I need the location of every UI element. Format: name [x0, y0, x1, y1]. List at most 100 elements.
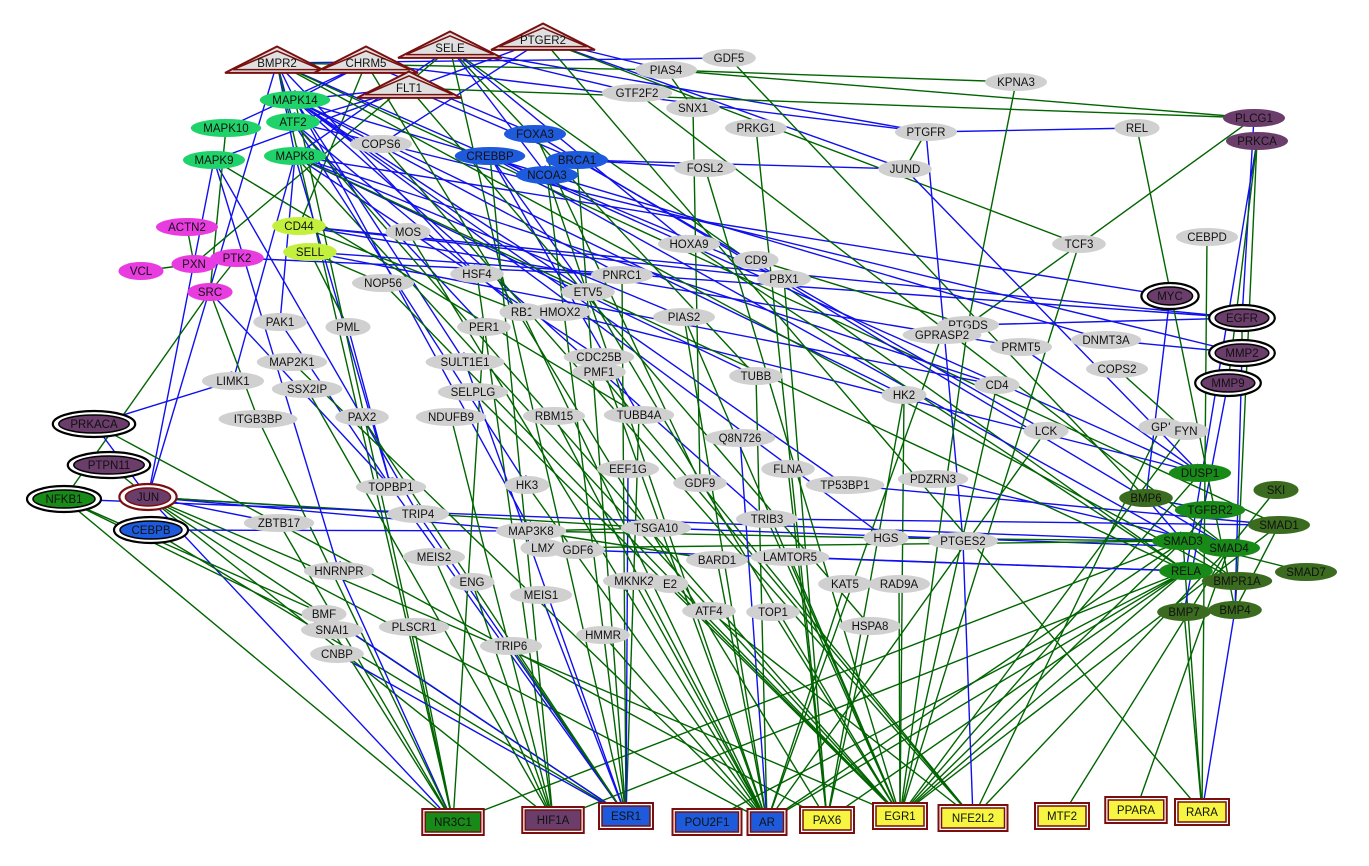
node-rela[interactable]: RELA [1159, 562, 1213, 580]
node-selplg[interactable]: SELPLG [437, 383, 509, 401]
node-itgb3bp[interactable]: ITGB3BP [218, 410, 298, 428]
node-pou2f1[interactable]: POU2F1 [671, 808, 743, 836]
node-flna[interactable]: FLNA [761, 460, 815, 478]
node-ptpn11[interactable]: PTPN11 [66, 450, 152, 480]
node-chrm5[interactable]: CHRM5 [313, 45, 419, 74]
node-topbp1[interactable]: TOPBP1 [355, 478, 427, 496]
node-mapk14[interactable]: MAPK14 [259, 91, 331, 109]
node-limk1[interactable]: LIMK1 [202, 372, 264, 390]
node-mmp9[interactable]: MMP9 [1194, 368, 1262, 398]
node-pdzrn3[interactable]: PDZRN3 [897, 470, 969, 488]
node-nfkb1[interactable]: NFKB1 [25, 484, 103, 514]
node-fosl2[interactable]: FOSL2 [674, 159, 736, 177]
node-pias2[interactable]: PIAS2 [653, 308, 715, 326]
node-plcg1[interactable]: PLCG1 [1223, 109, 1285, 127]
node-nfe2l2[interactable]: NFE2L2 [937, 804, 1009, 832]
node-smad3[interactable]: SMAD3 [1152, 532, 1214, 550]
node-gdf9[interactable]: GDF9 [673, 474, 727, 492]
node-etv5[interactable]: ETV5 [561, 283, 615, 301]
node-bmp6[interactable]: BMP6 [1119, 489, 1173, 507]
node-egfr[interactable]: EGFR [1208, 303, 1276, 333]
node-pbx1[interactable]: PBX1 [757, 270, 811, 288]
node-ski[interactable]: SKI [1253, 481, 1299, 499]
node-q8n726[interactable]: Q8N726 [704, 429, 776, 447]
node-sult1e1[interactable]: SULT1E1 [425, 353, 505, 371]
node-gtf2f2[interactable]: GTF2F2 [601, 84, 673, 102]
node-hspa8[interactable]: HSPA8 [839, 617, 901, 635]
node-mos[interactable]: MOS [385, 223, 431, 241]
node-pias4[interactable]: PIAS4 [635, 61, 697, 79]
node-meis1[interactable]: MEIS1 [510, 586, 572, 604]
node-tcf3[interactable]: TCF3 [1052, 235, 1106, 253]
node-cd4[interactable]: CD4 [974, 376, 1020, 394]
node-tp53bp1[interactable]: TP53BP1 [805, 476, 885, 494]
node-pmf1[interactable]: PMF1 [572, 363, 626, 381]
node-meis2[interactable]: MEIS2 [403, 548, 465, 566]
node-mmp2[interactable]: MMP2 [1208, 338, 1276, 368]
node-rel[interactable]: REL [1114, 119, 1160, 137]
node-ar[interactable]: AR [746, 808, 788, 836]
node-ptger2[interactable]: PTGER2 [490, 22, 596, 51]
node-pax2[interactable]: PAX2 [335, 408, 389, 426]
node-gprasp2[interactable]: GPRASP2 [902, 326, 982, 344]
node-nr3c1[interactable]: NR3C1 [421, 808, 485, 836]
node-atf2[interactable]: ATF2 [266, 113, 320, 131]
node-dnmt3a[interactable]: DNMT3A [1070, 331, 1142, 349]
node-esr1[interactable]: ESR1 [598, 802, 654, 830]
node-snai1[interactable]: SNAI1 [301, 621, 363, 639]
node-jun[interactable]: JUN [118, 482, 178, 512]
node-mapk10[interactable]: MAPK10 [190, 119, 262, 137]
node-actn2[interactable]: ACTN2 [156, 218, 218, 236]
node-bmp7[interactable]: BMP7 [1157, 603, 1211, 621]
node-gdf5[interactable]: GDF5 [702, 49, 756, 67]
node-smad1[interactable]: SMAD1 [1248, 516, 1310, 534]
node-mtf2[interactable]: MTF2 [1034, 802, 1090, 830]
node-cd9[interactable]: CD9 [733, 251, 779, 269]
node-gdf6[interactable]: GDF6 [551, 541, 605, 559]
node-dusp1[interactable]: DUSP1 [1169, 464, 1231, 482]
node-myc[interactable]: MYC [1140, 281, 1200, 311]
node-cd44[interactable]: CD44 [272, 217, 326, 235]
node-bmpr1a[interactable]: BMPR1A [1201, 572, 1273, 590]
node-foxa3[interactable]: FOXA3 [504, 125, 566, 143]
node-flt1[interactable]: FLT1 [356, 70, 462, 99]
node-pml[interactable]: PML [325, 318, 371, 336]
node-ppara[interactable]: PPARA [1104, 796, 1168, 824]
node-lamtor5[interactable]: LAMTOR5 [750, 548, 830, 566]
node-rara[interactable]: RARA [1174, 798, 1230, 826]
node-hmox2[interactable]: HMOX2 [529, 303, 591, 321]
node-ptgfr[interactable]: PTGFR [895, 123, 957, 141]
node-tsga10[interactable]: TSGA10 [620, 519, 692, 537]
node-mknk2[interactable]: MKNK2 [603, 572, 665, 590]
node-smad7[interactable]: SMAD7 [1275, 563, 1337, 581]
node-nop56[interactable]: NOP56 [352, 274, 414, 292]
node-ptges2[interactable]: PTGES2 [927, 532, 999, 550]
node-prkaca[interactable]: PRKACA [51, 409, 137, 439]
node-kat5[interactable]: KAT5 [818, 575, 872, 593]
node-ncoa3[interactable]: NCOA3 [516, 166, 578, 184]
node-eng[interactable]: ENG [449, 573, 495, 591]
node-pax6[interactable]: PAX6 [799, 806, 855, 834]
node-tgfbr2[interactable]: TGFBR2 [1174, 501, 1246, 519]
node-tubb[interactable]: TUBB [729, 367, 783, 385]
node-top1[interactable]: TOP1 [746, 603, 800, 621]
node-pak1[interactable]: PAK1 [253, 313, 307, 331]
node-hnrnpr[interactable]: HNRNPR [303, 562, 375, 580]
node-mapk8[interactable]: MAPK8 [264, 147, 326, 165]
node-zbtb17[interactable]: ZBTB17 [243, 514, 315, 532]
node-hmmr[interactable]: HMMR [576, 626, 630, 644]
node-bmf[interactable]: BMF [301, 605, 347, 623]
node-sele[interactable]: SELE [397, 30, 503, 59]
node-eef1g[interactable]: EEF1G [597, 460, 659, 478]
node-trip4[interactable]: TRIP4 [387, 505, 449, 523]
node-ptk2[interactable]: PTK2 [210, 249, 264, 267]
node-vcl[interactable]: VCL [118, 262, 164, 280]
node-atf4[interactable]: ATF4 [682, 602, 736, 620]
node-map3k8[interactable]: MAP3K8 [495, 522, 567, 540]
node-cdc25b[interactable]: CDC25B [563, 348, 635, 366]
node-lck[interactable]: LCK [1023, 422, 1069, 440]
node-sell[interactable]: SELL [283, 243, 337, 261]
node-tubb4a[interactable]: TUBB4A [603, 406, 675, 424]
node-per1[interactable]: PER1 [457, 318, 511, 336]
node-hsf4[interactable]: HSF4 [450, 265, 504, 283]
